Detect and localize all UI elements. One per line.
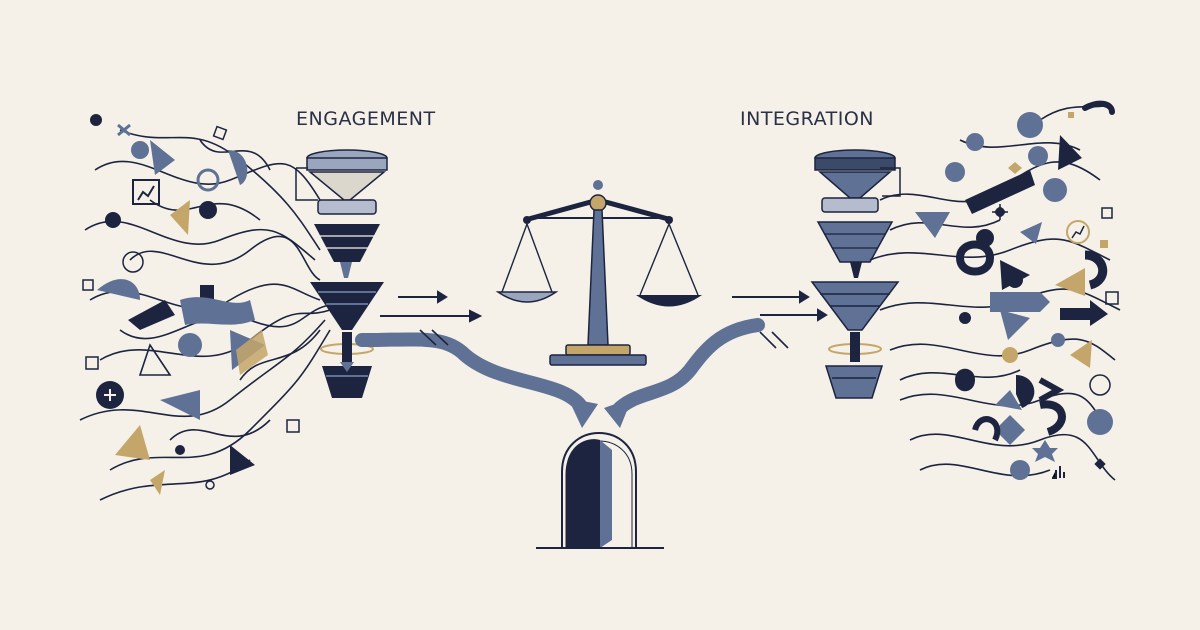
door-icon: [536, 432, 664, 549]
curved-arrows: [355, 318, 789, 428]
left-chaos-fills: [82, 114, 300, 495]
left-funnel-icon: [295, 149, 388, 398]
left-arrow-icons: [380, 290, 483, 323]
engagement-label: ENGAGEMENT: [296, 108, 436, 130]
right-chaos-fills: [915, 100, 1119, 480]
right-funnel-icon: [810, 149, 901, 399]
balance-scale-icon: [495, 180, 702, 366]
right-arrow-icons: [732, 290, 828, 322]
integration-label: INTEGRATION: [740, 108, 874, 130]
